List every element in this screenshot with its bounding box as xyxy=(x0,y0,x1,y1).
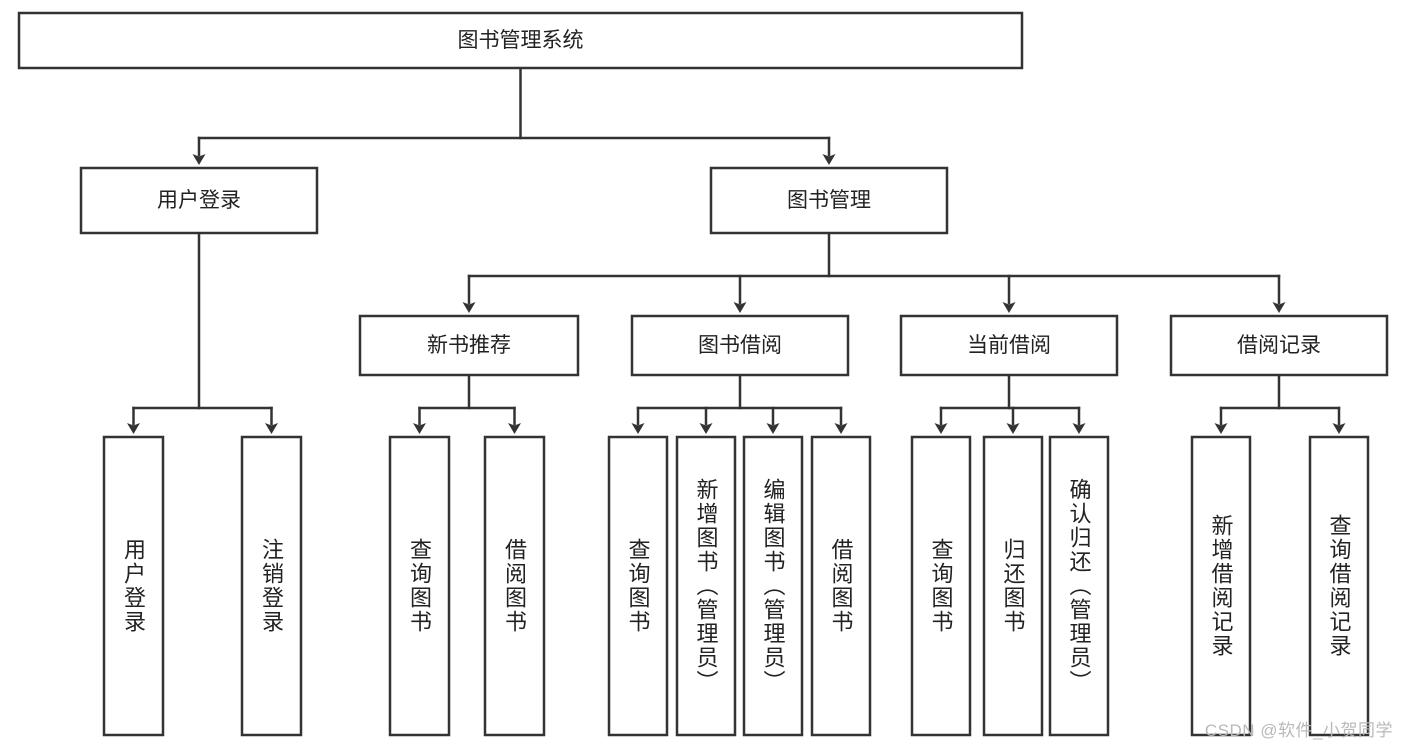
node-book-management[interactable] xyxy=(709,166,949,235)
node-label-current-borrow: 当前借阅 xyxy=(967,334,1051,357)
node-current-borrow[interactable] xyxy=(899,314,1119,377)
node-label-new-book-recommend: 新书推荐 xyxy=(427,334,511,357)
node-leaf-logout[interactable] xyxy=(240,435,303,737)
node-leaf-confirm-return[interactable] xyxy=(1048,435,1110,737)
node-leaf-borrow-book-1[interactable] xyxy=(483,435,546,737)
node-leaf-borrow-book-2[interactable] xyxy=(810,435,872,737)
node-new-book-recommend[interactable] xyxy=(358,314,580,377)
node-leaf-add-record[interactable] xyxy=(1190,435,1252,737)
node-book-borrow[interactable] xyxy=(630,314,850,377)
node-label-borrow-record: 借阅记录 xyxy=(1237,334,1321,357)
watermark: CSDN @软件_小贺同学 xyxy=(1204,721,1393,740)
node-user-login[interactable] xyxy=(79,166,319,235)
node-leaf-return-book[interactable] xyxy=(982,435,1044,737)
node-leaf-query-book-1[interactable] xyxy=(388,435,451,737)
node-borrow-record[interactable] xyxy=(1169,314,1389,377)
node-leaf-query-book-3[interactable] xyxy=(910,435,972,737)
node-leaf-query-record[interactable] xyxy=(1308,435,1370,737)
node-leaf-add-book[interactable] xyxy=(675,435,737,737)
boxes-layer xyxy=(17,11,1389,737)
connectors-layer xyxy=(127,66,1346,434)
node-leaf-edit-book[interactable] xyxy=(742,435,804,737)
node-label-user-login: 用户登录 xyxy=(157,189,241,212)
node-leaf-user-login[interactable] xyxy=(102,435,165,737)
node-leaf-query-book-2[interactable] xyxy=(607,435,669,737)
node-root[interactable] xyxy=(17,11,1024,70)
node-label-root: 图书管理系统 xyxy=(458,29,584,52)
node-label-book-borrow: 图书借阅 xyxy=(698,334,782,357)
node-label-book-management: 图书管理 xyxy=(787,189,871,212)
